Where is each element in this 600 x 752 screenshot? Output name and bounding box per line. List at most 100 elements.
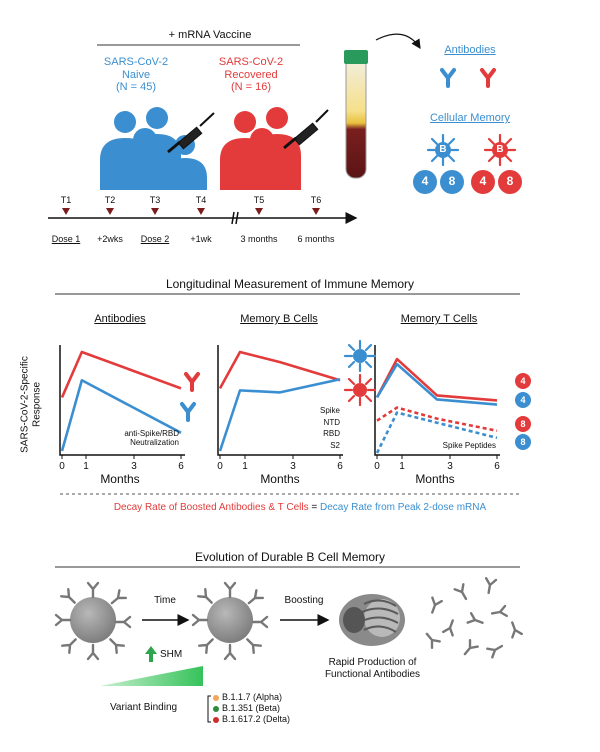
target-spike: Spike [319, 406, 340, 415]
cd8-label-blue: 8 [448, 174, 456, 188]
cellular-memory-heading: Cellular Memory [429, 112, 511, 124]
tick-label: 1 [83, 461, 89, 472]
tick-label: 3 [447, 461, 453, 472]
x-axis-label-3: Months [415, 472, 455, 486]
antibody-note-line2: Neutralization [130, 438, 179, 448]
antibody-icon-red [480, 68, 496, 88]
vaccine-label: + mRNA Vaccine [168, 29, 252, 41]
timeline-label-2wks: +2wks [97, 234, 123, 244]
panel-title-memory-b: Memory B Cells [240, 313, 318, 325]
shm-gradient-wedge [100, 666, 203, 686]
tick-label: 6 [494, 461, 500, 472]
evolution-title: Evolution of Durable B Cell Memory [194, 550, 386, 564]
measurement-title: Longitudinal Measurement of Immune Memor… [165, 277, 415, 291]
naive-status: Naive [121, 68, 151, 81]
tick-label: 3 [131, 461, 137, 472]
variant-binding-label: Variant Binding [110, 702, 178, 713]
tick-label: 6 [337, 461, 343, 472]
variant-dot [213, 717, 219, 723]
timeline-label-6months: 6 months [297, 234, 335, 244]
variant-name-alpha: B.1.1.7 (Alpha) [222, 692, 283, 702]
variant-dot [213, 695, 219, 701]
recovered-cohort-silhouettes [220, 107, 301, 190]
timeline-label-dose2: Dose 2 [140, 234, 170, 244]
series-line-3-2 [375, 362, 498, 406]
series-line-1-2 [60, 378, 182, 452]
variant-dots [213, 695, 219, 723]
tick-label: 1 [242, 461, 248, 472]
series-line-1-1 [60, 350, 182, 398]
recovered-cohort-label: SARS-CoV-2 Recovered (N = 16) [205, 56, 297, 94]
memory-b-cell-icon-red [483, 133, 517, 167]
tick-label: 6 [178, 461, 184, 472]
t-marker-label: 4 [520, 376, 526, 386]
timepoint-t1: T1 [60, 195, 72, 205]
antibody-note: anti-Spike/RBD Neutralization [97, 429, 179, 447]
b-cell-marker-red [343, 373, 377, 407]
panel-title-memory-t: Memory T Cells [400, 313, 478, 325]
antibody-note-line1: anti-Spike/RBD [124, 429, 179, 438]
t-cell-note: Spike Peptides [442, 441, 496, 450]
variant-dot [213, 706, 219, 712]
decay-statement: Decay Rate of Boosted Antibodies & T Cel… [40, 502, 560, 514]
timepoint-t3: T3 [149, 195, 161, 205]
target-ntd: NTD [323, 417, 340, 427]
panel-title-antibodies: Antibodies [94, 313, 146, 325]
recovered-name: SARS-CoV-2 [218, 56, 284, 68]
series-line-3-4 [375, 411, 498, 454]
memory-b-cell-icon-blue [426, 133, 460, 167]
cd8-label-red: 8 [506, 174, 514, 188]
tick-label: 0 [59, 461, 65, 472]
b-cell-matured-icon [191, 581, 269, 661]
syringe-icon [283, 109, 329, 150]
t-marker-label: 4 [520, 395, 526, 405]
series-line-3-3 [376, 406, 498, 433]
antibody-marker-blue [180, 402, 196, 422]
variant-name-delta: B.1.617.2 (Delta) [222, 714, 291, 724]
t-marker-label: 8 [520, 437, 526, 447]
decay-left: Decay Rate of Boosted Antibodies & T Cel… [113, 502, 309, 513]
antibody-marker-red [184, 372, 200, 392]
target-s2: S2 [330, 440, 340, 450]
t-marker-label: 8 [520, 419, 526, 429]
naive-cohort-label: SARS-CoV-2 Naive (N = 45) [90, 56, 182, 94]
syringe-icon [167, 112, 215, 154]
naive-count: (N = 45) [115, 81, 157, 94]
b-cell-naive-icon [54, 581, 132, 661]
t-cell-circles [413, 170, 522, 194]
rapid-production-label: Rapid Production of Functional Antibodie… [315, 657, 430, 680]
tick-label: 3 [290, 461, 296, 472]
b-cell-targets: Spike NTD RBD S2 [290, 405, 340, 451]
shm-label: SHM [160, 649, 183, 660]
chart-axes [59, 345, 500, 456]
timeline-markers [62, 208, 320, 215]
decay-right: Decay Rate from Peak 2-dose mRNA [319, 502, 487, 513]
timepoint-t6: T6 [310, 195, 322, 205]
cd4-label-red: 4 [479, 174, 487, 188]
antibodies-heading: Antibodies [444, 44, 496, 56]
tick-label: 0 [374, 461, 380, 472]
timepoint-t5: T5 [253, 195, 265, 205]
tick-label: 0 [217, 461, 223, 472]
naive-name: SARS-CoV-2 [103, 56, 169, 68]
variant-name-beta: B.1.351 (Beta) [222, 703, 281, 713]
recovered-count: (N = 16) [230, 81, 272, 94]
antibody-icon-blue [440, 68, 456, 88]
timeline-label-dose1: Dose 1 [51, 234, 81, 244]
series-line-2-1 [218, 350, 341, 389]
blood-tube-icon [344, 50, 368, 179]
x-axis-label-2: Months [260, 472, 300, 486]
plasma-cell-icon [339, 594, 405, 646]
timeline-label-3months: 3 months [240, 234, 278, 244]
timepoint-t4: T4 [195, 195, 207, 205]
free-antibodies-icon [421, 577, 523, 659]
timeline-label-1wk: +1wk [190, 234, 212, 244]
time-label: Time [154, 595, 176, 606]
boosting-label: Boosting [284, 595, 324, 606]
b-cell-letter-red: B [496, 144, 504, 155]
rapid-line1: Rapid Production of [328, 657, 417, 668]
cd4-label-blue: 4 [421, 174, 429, 188]
x-axis-label-1: Months [100, 472, 140, 486]
up-arrow-icon [145, 646, 157, 662]
